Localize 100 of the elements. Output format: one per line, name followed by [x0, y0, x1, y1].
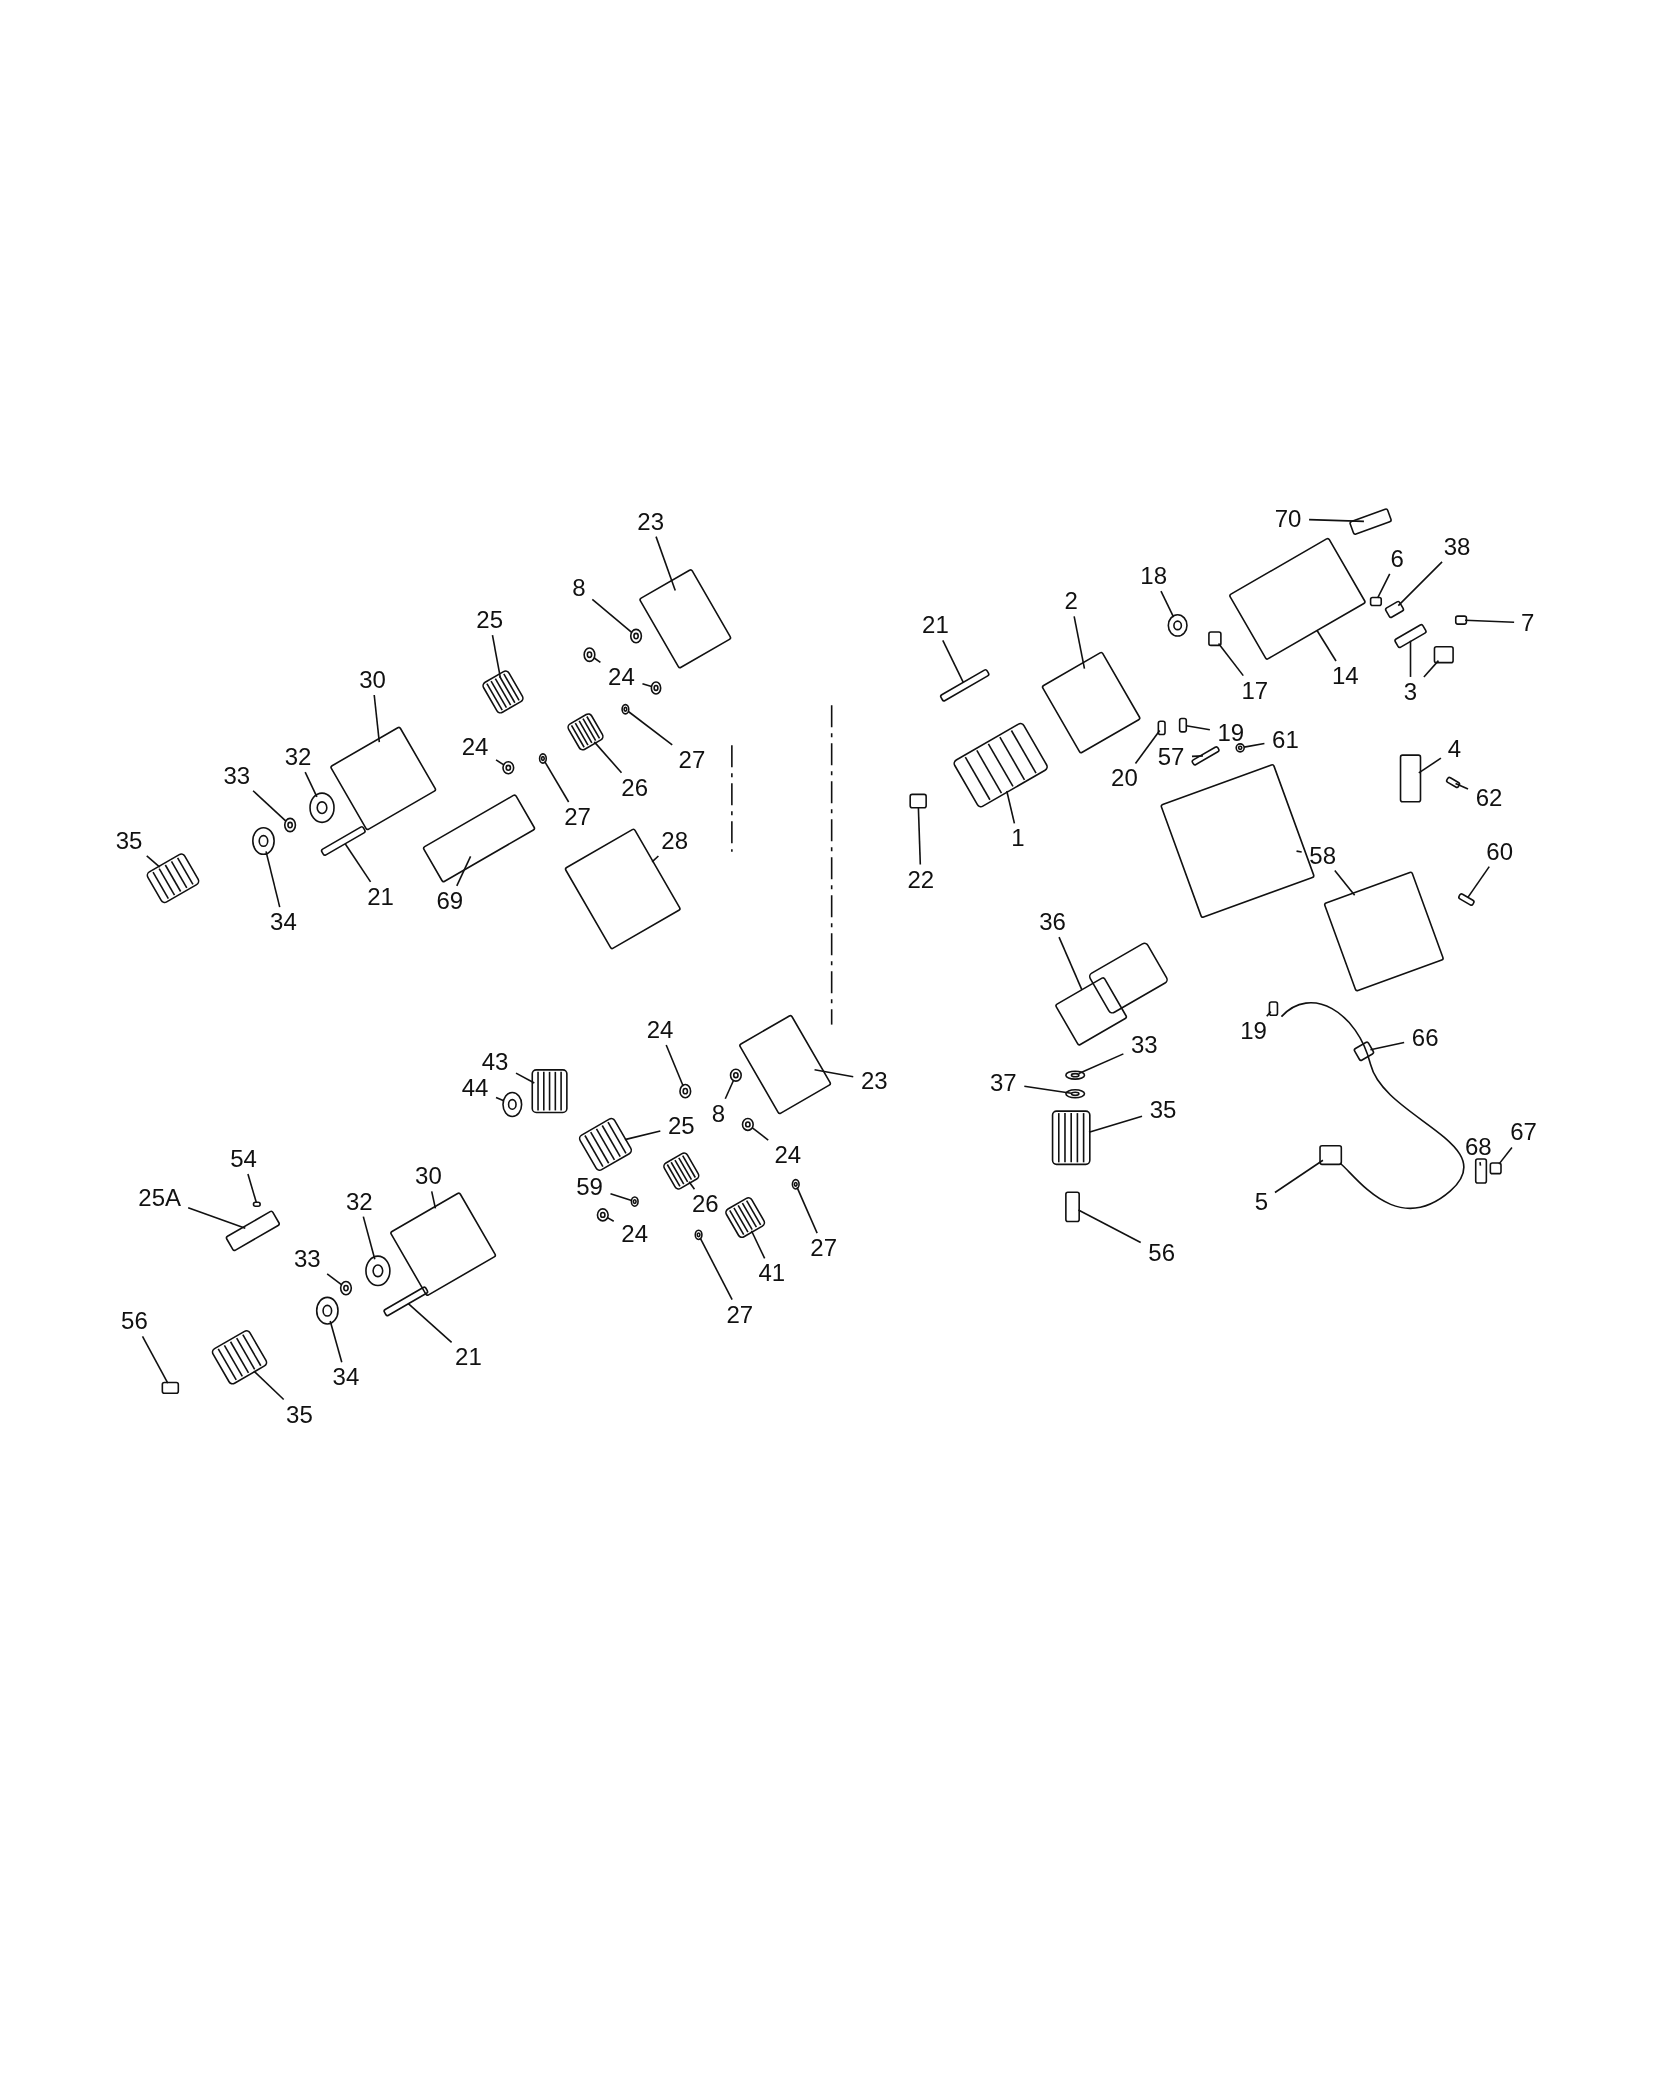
callout-number: 14: [1331, 662, 1359, 689]
callout-number: 44: [461, 1075, 489, 1102]
callout-number: 19: [1240, 1018, 1267, 1045]
washer-drawing: [538, 753, 548, 764]
washer-drawing: [502, 1091, 523, 1118]
gear-drawing: [480, 668, 526, 716]
leader-line: [1369, 1041, 1405, 1051]
leader-line: [344, 842, 372, 883]
callout-number: 5: [1254, 1188, 1269, 1215]
callout-number: 37: [989, 1070, 1017, 1097]
leader-line: [1376, 573, 1391, 599]
leader-line: [1078, 1053, 1125, 1075]
part-outline: [1393, 623, 1428, 649]
callout-number: 57: [1157, 744, 1185, 771]
callout-number: 35: [115, 827, 143, 854]
leader-line: [456, 855, 472, 887]
callout-number: 60: [1486, 838, 1513, 865]
part-outline: [320, 825, 367, 857]
part-outline: [1065, 1191, 1080, 1223]
callout-number: 2: [1064, 588, 1078, 615]
washer-drawing: [650, 681, 662, 695]
callout-number: 17: [1241, 677, 1269, 704]
leader-line: [627, 710, 673, 746]
gear-drawing: [531, 1069, 568, 1114]
washer-drawing: [694, 1229, 703, 1241]
gear-drawing: [145, 851, 201, 905]
callout-number: 8: [711, 1100, 726, 1127]
leader-line: [329, 1320, 343, 1364]
leader-line: [1185, 724, 1211, 731]
callout-number: 33: [1131, 1031, 1158, 1058]
leader-line: [252, 790, 287, 823]
part-outline: [1190, 745, 1221, 767]
callout-number: 35: [1149, 1096, 1177, 1123]
part-outline: [1489, 1162, 1502, 1175]
leader-line: [543, 760, 570, 803]
leader-line: [942, 639, 965, 684]
leader-line: [1479, 1161, 1482, 1167]
callout-number: 32: [284, 744, 312, 771]
washer-drawing: [502, 761, 515, 775]
part-outline: [1369, 596, 1383, 607]
part-outline: [738, 1014, 832, 1115]
callout-number: 67: [1510, 1119, 1537, 1146]
callout-number: 54: [230, 1146, 257, 1172]
leader-line: [917, 806, 922, 866]
washer-drawing: [630, 1196, 639, 1208]
leader-line: [304, 771, 318, 798]
washer-drawing: [1167, 613, 1188, 637]
leader-line: [1217, 642, 1245, 677]
leader-line: [624, 1130, 662, 1141]
callout-number: 32: [345, 1188, 373, 1215]
part-outline: [1054, 976, 1128, 1047]
leader-line: [1464, 619, 1515, 623]
callout-number: 34: [270, 909, 297, 936]
leader-line: [591, 598, 633, 634]
callout-number: 59: [576, 1173, 603, 1200]
part-outline: [909, 793, 927, 809]
leader-line: [1058, 936, 1083, 991]
washer-drawing: [1065, 1070, 1086, 1080]
part-outline: [1474, 1158, 1488, 1184]
leader-line: [641, 682, 653, 688]
part-outline: [1454, 615, 1468, 625]
leader-line: [141, 1335, 169, 1384]
callout-number: 56: [1148, 1240, 1175, 1267]
leader-line: [430, 1190, 437, 1210]
leader-line: [1265, 1010, 1272, 1018]
part-outline: [252, 1201, 261, 1208]
callout-number: 41: [758, 1260, 786, 1287]
callout-number: 58: [1309, 842, 1336, 869]
leader-line: [247, 1173, 258, 1204]
part-outline: [161, 1381, 180, 1394]
leader-line: [495, 759, 505, 766]
callout-number: 21: [922, 612, 949, 639]
leader-line: [1308, 518, 1365, 523]
callout-number: 61: [1272, 726, 1299, 753]
washer-drawing: [629, 628, 643, 644]
leader-line: [750, 1230, 766, 1260]
callout-number: 26: [691, 1191, 719, 1218]
part-outline: [225, 1209, 281, 1252]
washer-drawing: [315, 1296, 339, 1325]
leader-line: [609, 1192, 633, 1202]
callout-number: 68: [1465, 1134, 1492, 1161]
leader-line: [813, 1069, 855, 1078]
part-outline: [1157, 720, 1166, 736]
part-outline: [1433, 645, 1454, 664]
washer-drawing: [1065, 1089, 1086, 1099]
callout-number: 24: [621, 1220, 649, 1247]
leader-line: [265, 850, 281, 908]
part-outline: [1399, 754, 1422, 803]
leader-line: [699, 1237, 733, 1301]
callout-number: 7: [1520, 609, 1535, 636]
leader-line: [1134, 729, 1161, 765]
leader-line: [1073, 615, 1086, 670]
leader-line: [1023, 1085, 1073, 1095]
leader-line: [1316, 629, 1337, 662]
callout-number: 36: [1039, 909, 1066, 936]
washer-drawing: [339, 1280, 353, 1296]
callout-number: 25: [476, 607, 503, 634]
gear-drawing: [1051, 1110, 1091, 1166]
callout-number: 19: [1217, 720, 1245, 747]
leader-line: [145, 855, 161, 868]
